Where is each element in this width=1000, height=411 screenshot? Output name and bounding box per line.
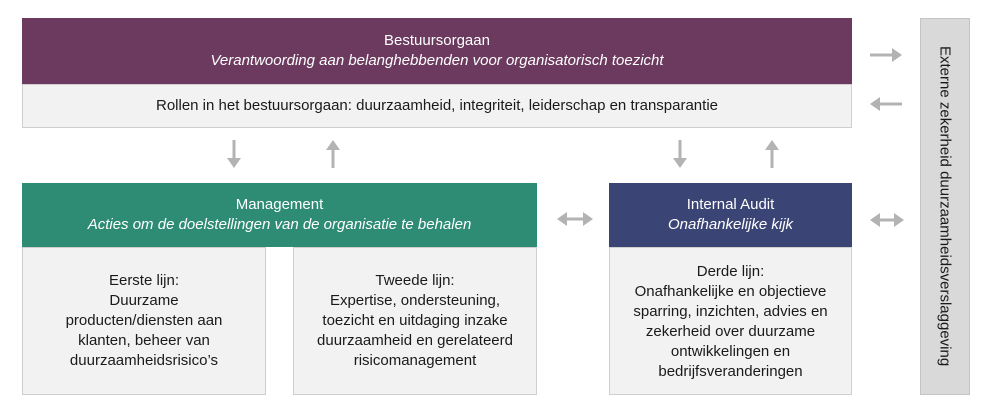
management-subtitle: Acties om de doelstellingen van de organ… <box>87 216 472 233</box>
third-line-panel: Derde lijn: Onafhankelijke en objectieve… <box>609 247 852 395</box>
third-line-text-line: Onafhankelijke en objectieve <box>634 283 827 300</box>
external-assurance-box: Externe zekerheid duurzaamheidsverslagge… <box>920 18 970 395</box>
management-title: Management <box>235 196 324 213</box>
second-line-heading: Tweede lijn: <box>375 272 455 289</box>
board-roles-panel: Rollen in het bestuursorgaan: duurzaamhe… <box>22 84 852 128</box>
first-line-panel: Eerste lijn: Duurzame producten/diensten… <box>22 247 266 395</box>
third-line-text: Derde lijn: Onafhankelijke en objectieve… <box>633 262 827 382</box>
first-line-heading: Eerste lijn: <box>108 272 179 289</box>
second-line-panel: Tweede lijn: Expertise, ondersteuning, t… <box>293 247 537 395</box>
arrow-both-audit-external <box>870 213 904 227</box>
third-line-heading: Derde lijn: <box>696 263 765 280</box>
arrow-down-board-to-management <box>227 140 241 168</box>
third-line-text-line: zekerheid over duurzame <box>645 323 816 340</box>
second-line-text: Tweede lijn: Expertise, ondersteuning, t… <box>317 271 513 371</box>
arrow-up-audit-to-board <box>765 140 779 168</box>
board-title: Bestuursorgaan <box>384 32 490 49</box>
third-line-text-line: ontwikkelingen en <box>670 343 791 360</box>
second-line-text-line: Expertise, ondersteuning, <box>329 292 501 309</box>
arrow-up-management-to-board <box>326 140 340 168</box>
second-line-text-line: risicomanagement <box>353 352 477 369</box>
internal-audit-header: Internal Audit Onafhankelijke kijk <box>609 183 852 247</box>
first-line-text-line: duurzaamheidsrisico’s <box>69 352 219 369</box>
arrow-down-board-to-audit <box>673 140 687 168</box>
first-line-text-line: Duurzame <box>109 292 179 309</box>
board-header: Bestuursorgaan Verantwoording aan belang… <box>22 18 852 84</box>
second-line-text-line: toezicht en uitdaging inzake <box>322 312 508 329</box>
third-line-text-line: bedrijfsveranderingen <box>658 363 803 380</box>
arrow-both-management-audit <box>557 212 593 226</box>
internal-audit-subtitle: Onafhankelijke kijk <box>667 216 794 233</box>
management-header: Management Acties om de doelstellingen v… <box>22 183 537 247</box>
third-line-text-line: sparring, inzichten, advies en <box>633 303 828 320</box>
arrow-left-external-to-board <box>870 97 902 111</box>
first-line-text-line: klanten, beheer van <box>78 332 210 349</box>
arrow-right-board-to-external <box>870 48 902 62</box>
external-assurance-label: Externe zekerheid duurzaamheidsverslagge… <box>936 46 954 367</box>
second-line-text-line: duurzaamheid en gerelateerd <box>317 332 513 349</box>
first-line-text-line: producten/diensten aan <box>65 312 223 329</box>
board-roles: Rollen in het bestuursorgaan: duurzaamhe… <box>155 97 718 114</box>
board-subtitle: Verantwoording aan belanghebbenden voor … <box>210 52 664 69</box>
first-line-text: Eerste lijn: Duurzame producten/diensten… <box>66 271 223 371</box>
internal-audit-title: Internal Audit <box>686 196 775 213</box>
